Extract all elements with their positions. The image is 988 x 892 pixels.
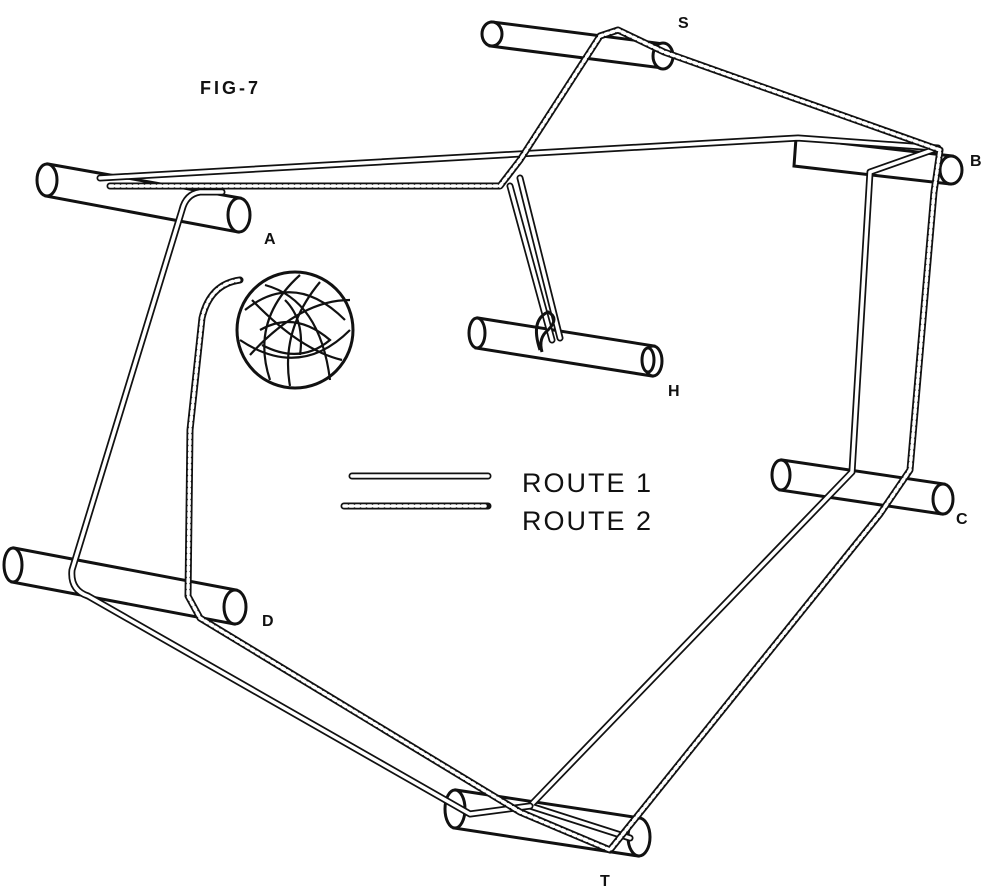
peg-h (467, 316, 664, 378)
peg-label-a: A (264, 231, 276, 248)
peg-d (2, 546, 248, 626)
legend-route-1-label: ROUTE 1 (522, 468, 653, 498)
peg-label-b: B (970, 153, 982, 170)
legend-route-2-label: ROUTE 2 (522, 506, 653, 536)
figure-title: FIG-7 (200, 78, 261, 98)
route-2-path (106, 26, 944, 854)
peg-label-s: S (678, 15, 689, 32)
peg-a (35, 162, 252, 234)
peg-label-d: D (262, 613, 274, 630)
peg-label-t: T (600, 873, 610, 890)
peg-b (792, 136, 964, 186)
peg-label-c: C (956, 511, 968, 528)
tie-knot (534, 310, 556, 353)
peg-c (770, 458, 955, 516)
yarn-ball (235, 270, 355, 390)
peg-label-h: H (668, 383, 680, 400)
